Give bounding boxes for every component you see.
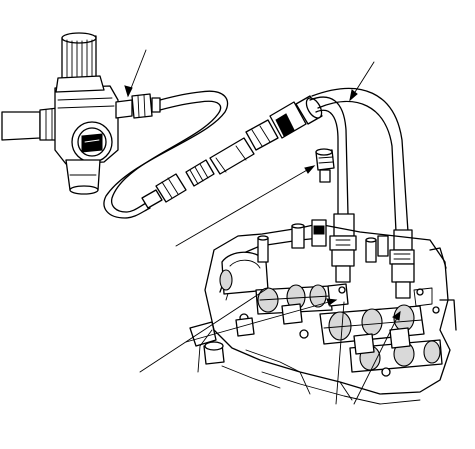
air-pressure-regulator: [2, 33, 200, 194]
right-hose-connector: [390, 230, 414, 298]
air-hose: [104, 91, 228, 218]
air-hose-split: [310, 88, 408, 232]
left-hose-connector: [330, 214, 356, 282]
quick-coupler: [142, 95, 325, 208]
callout-lines: [125, 50, 400, 404]
cylinder-head: [190, 220, 456, 404]
hose-adapter: [316, 149, 334, 182]
